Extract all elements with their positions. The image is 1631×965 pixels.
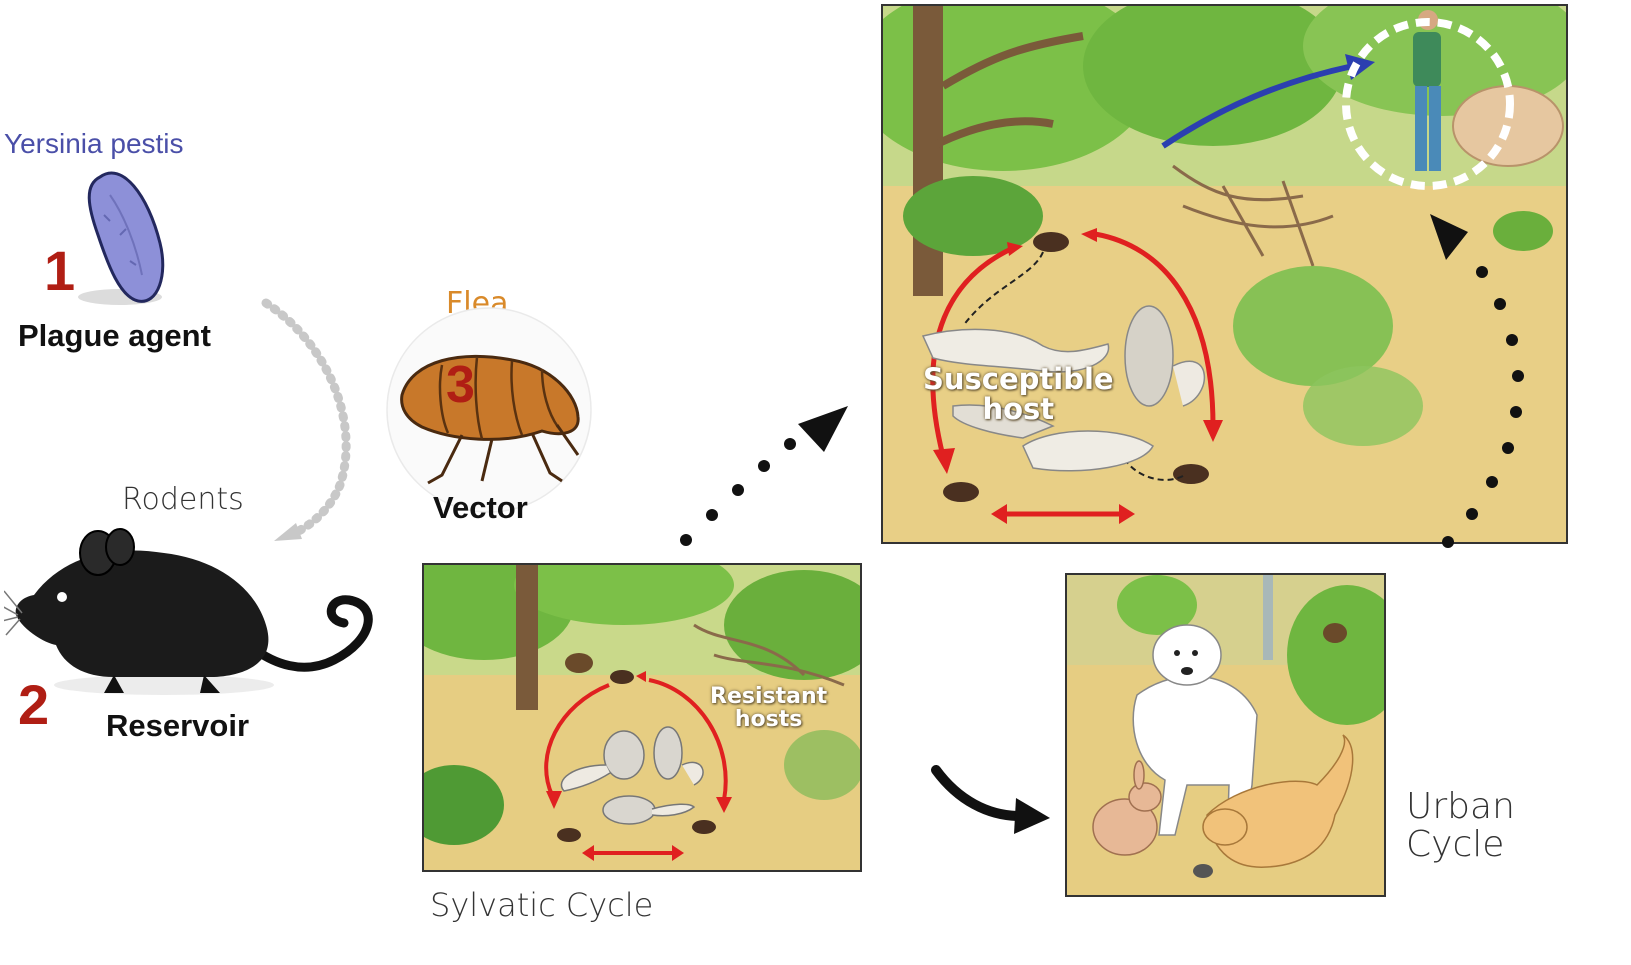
susceptible-host-label: Susceptible host <box>923 364 1114 425</box>
arrow-to-urban-cycle <box>928 760 1058 840</box>
urban-cycle-line2: Cycle <box>1406 826 1515 864</box>
dotted-arrow-to-susceptible <box>670 400 855 550</box>
susceptible-host-line1: Susceptible <box>923 364 1114 394</box>
resistant-hosts-line2: hosts <box>710 708 827 731</box>
urban-cycle-line1: Urban <box>1406 788 1515 826</box>
resistant-hosts-label: Resistant hosts <box>710 685 827 731</box>
reservoir-number: 2 <box>18 672 49 737</box>
bacterium-icon <box>60 165 180 310</box>
rodent-icon <box>4 525 384 700</box>
agent-number: 1 <box>44 238 75 303</box>
flea-icon <box>382 305 597 515</box>
urban-scene-illustration <box>1067 575 1384 895</box>
resistant-hosts-line1: Resistant <box>710 685 827 708</box>
vector-number: 3 <box>446 355 475 415</box>
dotted-arrow-to-human <box>1420 212 1530 557</box>
rodents-label: Rodents <box>122 482 244 517</box>
species-label: Yersinia pestis <box>4 128 184 160</box>
urban-cycle-label: Urban Cycle <box>1406 788 1515 864</box>
susceptible-host-line2: host <box>923 394 1114 424</box>
transmission-dotted-arrow <box>260 295 370 550</box>
sylvatic-cycle-caption: Sylvatic Cycle <box>430 886 653 924</box>
sylvatic-cycle-panel: Resistant hosts <box>422 563 862 872</box>
agent-label: Plague agent <box>18 318 211 354</box>
vector-label: Vector <box>433 490 528 526</box>
reservoir-label: Reservoir <box>106 708 249 744</box>
urban-cycle-panel <box>1065 573 1386 897</box>
